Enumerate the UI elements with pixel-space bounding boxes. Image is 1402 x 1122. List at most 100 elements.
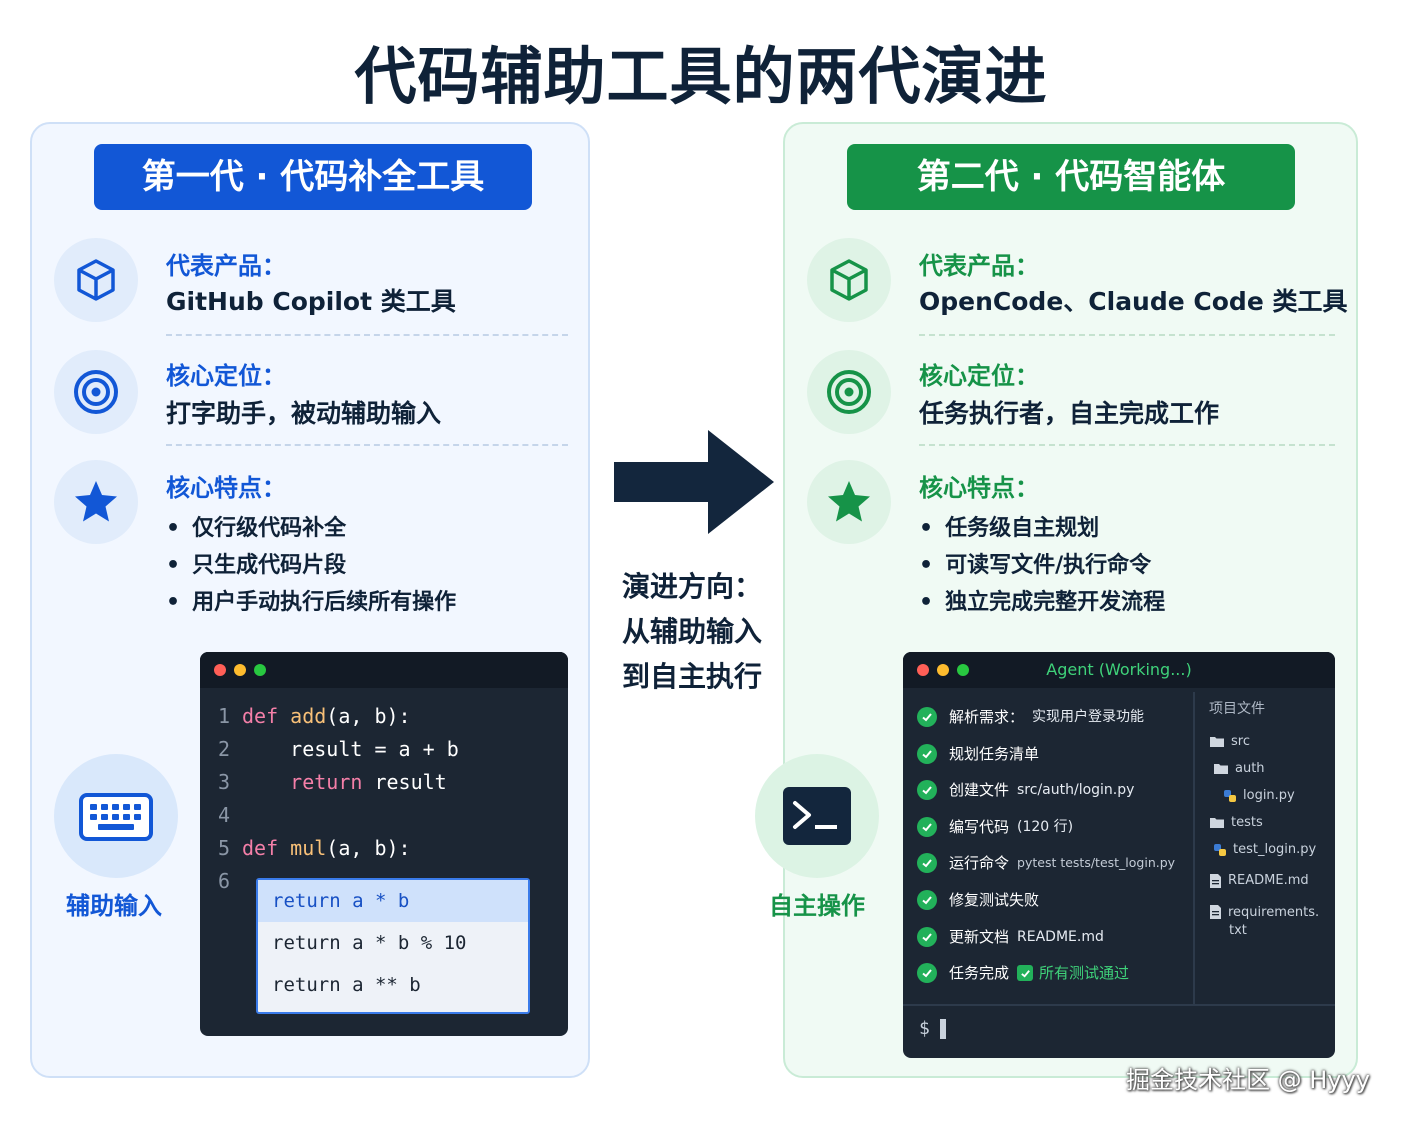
code-line: 6 [217, 869, 230, 893]
list-item: 独立完成完整开发流程 [919, 584, 1165, 621]
document-icon [1209, 873, 1222, 889]
files-title: 项目文件 [1209, 701, 1265, 717]
terminal-prompt-icon [755, 754, 879, 878]
agent-terminal: Agent (Working...) 解析需求：实现用户登录功能 规划任务清单 … [903, 652, 1335, 1058]
features-label: 核心特点： [919, 474, 1039, 502]
role-label: 核心定位： [166, 362, 286, 390]
list-item: 任务完成所有测试通过 [917, 960, 1175, 997]
list-item: 编写代码(120 行) [917, 814, 1175, 851]
role-value: 任务执行者，自主完成工作 [919, 399, 1220, 428]
list-item: 任务级自主规划 [919, 510, 1165, 547]
check-circle-icon [917, 707, 937, 727]
list-item: 规划任务清单 [917, 741, 1175, 778]
role-value: 打字助手，被动辅助输入 [166, 399, 442, 428]
list-item: 解析需求：实现用户登录功能 [917, 704, 1175, 741]
target-icon [807, 350, 891, 434]
gen2-header: 第二代 · 代码智能体 [847, 144, 1295, 210]
checkbox-checked-icon [1017, 965, 1034, 982]
terminal-titlebar: Agent (Working...) [903, 652, 1335, 688]
assist-input-label: 辅助输入 [66, 892, 162, 920]
gen2-panel: 第二代 · 代码智能体 代表产品： OpenCode、Claude Code 类… [755, 122, 1358, 1078]
keyboard-icon [54, 754, 178, 878]
gen1-header: 第一代 · 代码补全工具 [94, 144, 532, 210]
project-files-tree: 项目文件 src auth login.py tests test_login.… [1209, 698, 1319, 938]
check-circle-icon [917, 963, 937, 984]
list-item: 可读写文件/执行命令 [919, 547, 1165, 584]
python-file-icon [1223, 789, 1237, 803]
divider [1193, 692, 1195, 1004]
file-item[interactable]: test_login.py [1209, 836, 1319, 863]
list-item: 仅行级代码补全 [166, 510, 456, 547]
code-line: 2 result = a + b [217, 737, 459, 761]
divider [166, 334, 568, 336]
tests-passed-status: 所有测试通过 [1017, 960, 1129, 986]
folder-item[interactable]: auth [1209, 755, 1319, 782]
product-value: GitHub Copilot 类工具 [166, 287, 456, 316]
divider [166, 444, 568, 446]
features-list: 任务级自主规划 可读写文件/执行命令 独立完成完整开发流程 [919, 510, 1165, 621]
features-list: 仅行级代码补全 只生成代码片段 用户手动执行后续所有操作 [166, 510, 456, 621]
folder-item[interactable]: src [1209, 728, 1319, 755]
autonomous-op-label: 自主操作 [769, 892, 865, 920]
product-label: 代表产品： [166, 252, 286, 280]
minimize-dot [234, 664, 246, 676]
text-cursor [939, 1019, 946, 1039]
star-icon [807, 460, 891, 544]
product-value: OpenCode、Claude Code 类工具 [919, 287, 1348, 316]
editor-titlebar [200, 652, 568, 688]
autocomplete-popup[interactable]: return a * b return a * b % 10 return a … [256, 878, 530, 1014]
check-circle-icon [917, 853, 937, 874]
file-item[interactable]: README.md [1209, 867, 1319, 894]
file-item[interactable]: requirements. [1209, 902, 1319, 922]
star-icon [54, 460, 138, 544]
check-circle-icon [917, 889, 937, 910]
minimize-dot [937, 664, 949, 676]
document-icon [1209, 904, 1222, 920]
terminal-prompt[interactable]: $ [919, 1018, 946, 1039]
suggestion-item[interactable]: return a * b % 10 [272, 932, 467, 954]
check-circle-icon [917, 780, 937, 801]
list-item: 修复测试失败 [917, 887, 1175, 924]
divider [919, 444, 1335, 446]
close-dot [214, 664, 226, 676]
code-line: 4 [217, 803, 230, 827]
cube-icon [54, 238, 138, 322]
terminal-title: Agent (Working...) [1046, 660, 1192, 679]
code-line: 3 return result [217, 770, 447, 794]
python-file-icon [1213, 843, 1227, 857]
divider [903, 1004, 1335, 1006]
close-dot [917, 664, 929, 676]
right-arrow-icon [612, 428, 776, 540]
folder-icon [1209, 816, 1225, 829]
role-label: 核心定位： [919, 362, 1039, 390]
file-item-continued: txt [1229, 922, 1247, 938]
direction-line: 到自主执行 [622, 660, 763, 693]
watermark: 掘金技术社区 @ Hyyy [1126, 1066, 1370, 1094]
cube-icon [807, 238, 891, 322]
folder-icon [1209, 735, 1225, 748]
list-item: 只生成代码片段 [166, 547, 456, 584]
features-label: 核心特点： [166, 474, 286, 502]
product-label: 代表产品： [919, 252, 1039, 280]
target-icon [54, 350, 138, 434]
maximize-dot [957, 664, 969, 676]
direction-line: 从辅助输入 [622, 615, 763, 648]
check-circle-icon [917, 816, 937, 837]
suggestion-item[interactable]: return a ** b [272, 974, 421, 996]
check-circle-icon [917, 926, 937, 947]
file-item[interactable]: login.py [1209, 782, 1319, 809]
folder-item[interactable]: tests [1209, 809, 1319, 836]
page-title: 代码辅助工具的两代演进 [354, 40, 1048, 113]
divider [919, 334, 1335, 336]
folder-icon [1213, 762, 1229, 775]
list-item: 用户手动执行后续所有操作 [166, 584, 456, 621]
check-circle-icon [917, 743, 937, 764]
maximize-dot [254, 664, 266, 676]
suggestion-item[interactable]: return a * b [258, 880, 528, 922]
